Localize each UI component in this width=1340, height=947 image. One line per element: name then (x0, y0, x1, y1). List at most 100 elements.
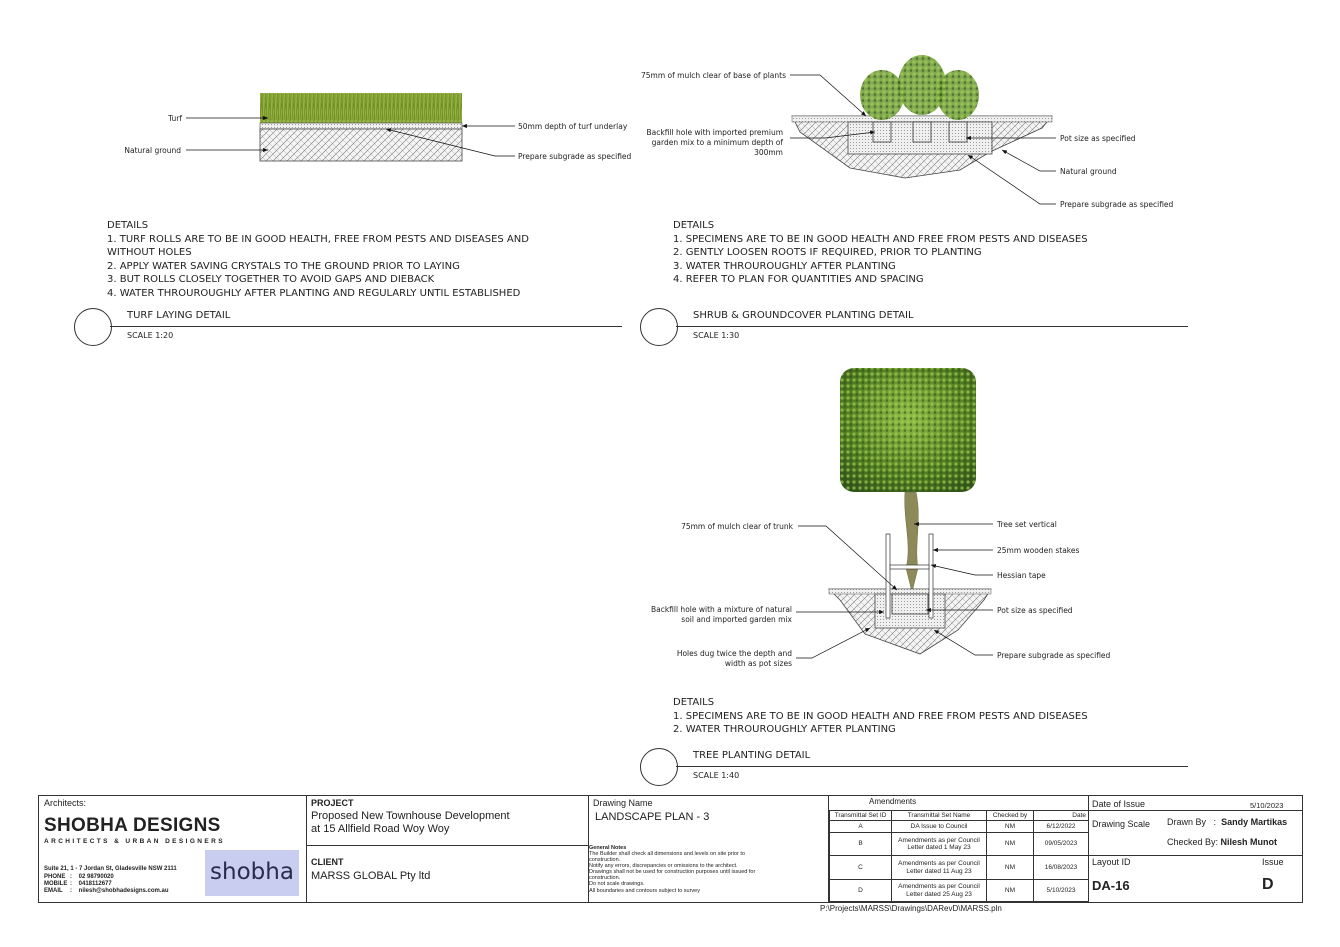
general-note: Drawings shall not be used for construct… (589, 869, 756, 876)
table-row: A DA Issue to Council NM 6/12/2022 (828, 820, 1089, 833)
layout-id: DA-16 (1092, 878, 1130, 893)
general-note: construction. (589, 875, 621, 882)
tree-title-line (676, 766, 1188, 767)
drawing-scale-label: Drawing Scale (1092, 819, 1151, 829)
turf-details-line: WITHOUT HOLES (107, 247, 192, 259)
amend-name: DA Issue to Council (891, 820, 987, 833)
turf-label-subgrade: Prepare subgrade as specified (518, 152, 632, 161)
divider (1088, 810, 1303, 811)
mobile-value: 0418112677 (78, 881, 112, 887)
turf-detail-drawing (186, 93, 515, 162)
checked-by-label: Checked By: (1167, 837, 1219, 847)
tree-details-line: 1. SPECIMENS ARE TO BE IN GOOD HEALTH AN… (673, 710, 1088, 722)
general-note: Do not scale drawings. (589, 881, 645, 888)
colon: : (70, 881, 79, 887)
date-of-issue: 5/10/2023 (1250, 801, 1284, 810)
drawn-by-label: Drawn By (1167, 817, 1207, 827)
turf-label-natural-ground: Natural ground (124, 146, 181, 155)
tree-label-mulch: 75mm of mulch clear of trunk (681, 522, 793, 531)
amend-name-line: Letter dated 1 May 23 (907, 844, 971, 851)
shrub-label-natural-ground: Natural ground (1060, 167, 1117, 176)
amend-date: 5/10/2023 (1033, 879, 1089, 902)
amendments-table: Transmittal Set ID Transmittal Set Name … (828, 810, 1089, 902)
divider (306, 795, 307, 903)
title-block (38, 795, 1303, 903)
turf-details-heading: DETAILS (107, 220, 149, 231)
amend-checked: NM (985, 855, 1035, 880)
shrub-details-line: 3. WATER THROUROUGHLY AFTER PLANTING (673, 260, 896, 272)
amend-name-line: Letter dated 25 Aug 23 (906, 890, 972, 898)
date-of-issue-label: Date of Issue (1092, 799, 1146, 809)
turf-title: TURF LAYING DETAIL (127, 310, 231, 321)
tree-details: DETAILS 1. SPECIMENS ARE TO BE IN GOOD H… (673, 696, 1088, 737)
tree-details-line: 2. WATER THROUROUGHLY AFTER PLANTING (673, 724, 896, 736)
phone-label: PHONE (44, 874, 66, 880)
turf-details: DETAILS 1. TURF ROLLS ARE TO BE IN GOOD … (107, 219, 529, 301)
file-path: P:\Projects\MARSS\Drawings\DARevD\MARSS.… (820, 904, 1002, 913)
client-label: CLIENT (311, 857, 344, 867)
tree-details-heading: DETAILS (673, 697, 715, 708)
turf-details-line: 2. APPLY WATER SAVING CRYSTALS TO THE GR… (107, 260, 460, 272)
firm-email: EMAIL: nilesh@shobhadesigns.com.au (44, 888, 169, 894)
shrub-scale: SCALE 1:30 (693, 331, 740, 340)
tree-label-holes-1: Holes dug twice the depth and (676, 649, 792, 658)
logo-text: shobha (210, 859, 294, 885)
turf-title-circle (74, 308, 112, 346)
turf-title-line (110, 326, 622, 327)
turf-details-line: 1. TURF ROLLS ARE TO BE IN GOOD HEALTH, … (107, 233, 529, 245)
tree-scale: SCALE 1:40 (693, 771, 740, 780)
drawn-by: Drawn By : Sandy Martikas (1167, 817, 1287, 827)
shrub-details: DETAILS 1. SPECIMENS ARE TO BE IN GOOD H… (673, 219, 1088, 287)
checked-by-value: Nilesh Munot (1220, 837, 1278, 847)
amend-checked: NM (985, 832, 1035, 856)
email-label: EMAIL (44, 888, 63, 894)
tree-label-backfill-2: soil and imported garden mix (681, 615, 792, 624)
firm-tagline: ARCHITECTS & URBAN DESIGNERS (44, 838, 225, 845)
shrub-details-heading: DETAILS (673, 220, 715, 231)
shrub-detail-drawing (790, 55, 1056, 205)
tree-label-vertical: Tree set vertical (997, 520, 1057, 529)
shrub-details-line: 4. REFER TO PLAN FOR QUANTITIES AND SPAC… (673, 274, 924, 286)
amend-name-line: Letter dated 11 Aug 23 (906, 867, 972, 875)
tree-label-hessian: Hessian tape (997, 571, 1046, 580)
tree-title-circle (640, 748, 678, 786)
general-note: construction. (589, 857, 621, 864)
colon: : (70, 888, 79, 894)
shrub-label-backfill-3: 300mm (754, 148, 783, 157)
shrub-title-line (676, 326, 1188, 327)
amend-id: D (828, 879, 893, 902)
issue-value: D (1262, 876, 1274, 893)
turf-label-underlay: 50mm depth of turf underlay (518, 122, 628, 131)
client-name: MARSS GLOBAL Pty ltd (311, 870, 431, 882)
divider (588, 795, 589, 903)
tree-label-holes-2: width as pot sizes (724, 659, 792, 668)
firm-mobile: MOBILE: 0418112677 (44, 881, 112, 887)
amend-id: A (828, 820, 893, 833)
layout-id-label: Layout ID (1092, 857, 1131, 867)
drawing-name: LANDSCAPE PLAN - 3 (595, 811, 710, 823)
turf-label-turf: Turf (168, 114, 182, 123)
general-note: Notify any errors, discrepancies or omis… (589, 863, 738, 870)
amend-header: Date (1033, 810, 1089, 821)
divider (306, 845, 588, 846)
drawing-name-label: Drawing Name (593, 798, 653, 808)
amendments-header-row: Transmittal Set ID Transmittal Set Name … (828, 810, 1089, 821)
tree-label-subgrade: Prepare subgrade as specified (997, 651, 1111, 660)
drawn-by-sep: : (1213, 817, 1217, 827)
tree-label-backfill-1: Backfill hole with a mixture of natural (650, 605, 792, 614)
general-notes: The Builder shall check all dimensions a… (589, 851, 755, 894)
tree-title: TREE PLANTING DETAIL (693, 750, 811, 761)
amend-name-line: Amendments as per Council (898, 860, 980, 867)
project-line2: at 15 Allfield Road Woy Woy (311, 823, 450, 835)
project-label: PROJECT (311, 798, 354, 808)
architects-label: Architects: (44, 798, 87, 808)
checked-by: Checked By: Nilesh Munot (1167, 837, 1277, 847)
tree-detail-drawing (796, 368, 993, 659)
general-notes-title: General Notes (589, 845, 627, 851)
general-note: All boundaries and contours subject to s… (589, 887, 700, 894)
